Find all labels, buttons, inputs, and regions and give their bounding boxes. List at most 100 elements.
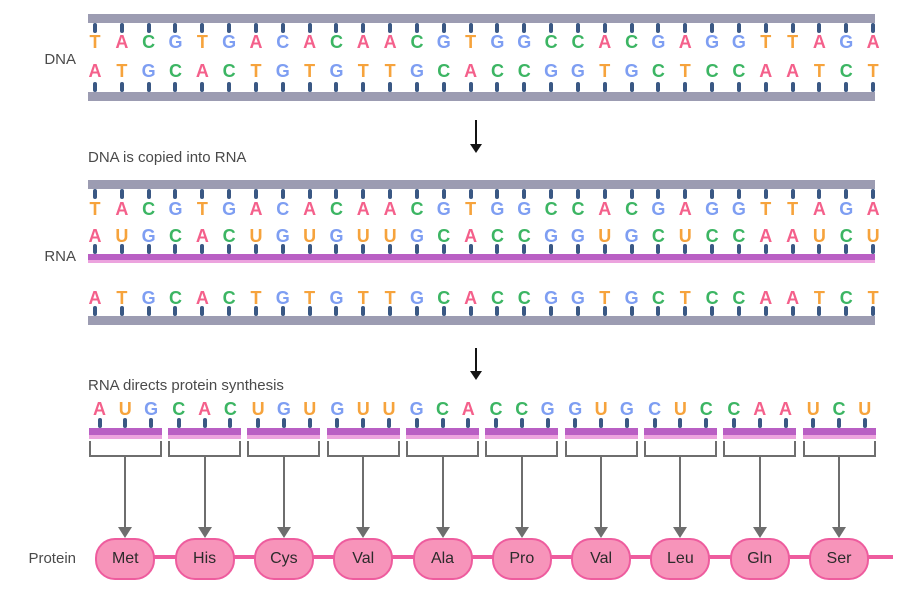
codon-bracket-right <box>477 441 479 457</box>
codon-arrow-stem <box>600 457 603 527</box>
codon-arrow-stem <box>203 457 206 527</box>
base-pair-tick <box>280 82 285 92</box>
base-pair-tick <box>736 306 741 316</box>
base-letter: C <box>222 61 236 81</box>
base-letter: C <box>490 226 504 246</box>
base-pair-tick <box>93 244 97 254</box>
base-letter: G <box>222 199 237 219</box>
base-letter: C <box>222 226 236 246</box>
codon-tick <box>783 418 788 428</box>
base-pair-tick <box>495 23 500 33</box>
base-letter: G <box>409 288 424 308</box>
base-letter: A <box>115 199 129 219</box>
base-pair-tick <box>227 82 232 92</box>
base-letter: C <box>517 226 531 246</box>
base-pair-tick <box>334 23 339 33</box>
base-letter: A <box>759 61 773 81</box>
base-pair-tick <box>549 306 554 316</box>
step-2-caption: RNA directs protein synthesis <box>88 377 284 394</box>
base-letter: C <box>705 288 719 308</box>
base-pair-tick <box>522 82 527 92</box>
codon-bracket-right <box>397 441 400 457</box>
codon-bracket-bottom <box>564 455 638 457</box>
codon-letter: C <box>648 399 662 419</box>
codon-tick <box>97 418 102 428</box>
base-pair-tick <box>683 244 688 254</box>
codon-tick <box>494 418 498 428</box>
codon-bracket-right <box>556 441 559 457</box>
amino-acid-oval: Ser <box>809 538 869 580</box>
codon-bracket-left <box>802 441 805 457</box>
codon-arrow-stem <box>838 457 840 527</box>
base-pair-tick <box>763 306 768 316</box>
base-pair-tick <box>119 244 124 254</box>
base-letter: C <box>410 199 424 219</box>
codon-tick <box>652 418 657 428</box>
base-pair-tick <box>200 189 205 199</box>
codon-backbone-bar <box>723 428 797 439</box>
base-pair-tick <box>307 244 312 254</box>
codon-tick <box>123 418 128 428</box>
amino-acid-label: Gln <box>747 550 773 567</box>
base-pair-tick <box>844 189 849 199</box>
codon-bracket-bottom <box>802 455 876 457</box>
base-pair-tick <box>629 189 634 199</box>
base-letter: U <box>115 226 129 246</box>
base-pair-tick <box>522 306 527 316</box>
base-pair-tick <box>871 189 876 199</box>
base-letter: A <box>356 32 370 52</box>
codon-tick <box>599 418 604 428</box>
base-pair-tick <box>817 189 822 199</box>
base-pair-tick <box>468 23 473 33</box>
base-letter: G <box>839 32 854 52</box>
base-pair-tick <box>656 23 661 33</box>
base-pair-tick <box>763 23 768 33</box>
base-pair-tick <box>844 23 849 33</box>
base-letter: G <box>409 61 424 81</box>
codon-tick <box>704 418 709 428</box>
base-letter: C <box>839 288 853 308</box>
base-letter: C <box>651 288 665 308</box>
codon-backbone-bar <box>406 428 479 439</box>
base-pair-tick <box>173 189 178 199</box>
codon-backbone-bar <box>802 428 876 439</box>
base-letter: A <box>88 288 102 308</box>
base-letter: A <box>812 199 826 219</box>
base-pair-tick <box>844 244 849 254</box>
dna-backbone-bottom <box>88 92 875 101</box>
base-letter: G <box>168 32 183 52</box>
base-letter: C <box>517 61 531 81</box>
base-letter: U <box>812 226 826 246</box>
codon-letter: U <box>806 399 820 419</box>
codon-arrow-head-icon <box>435 527 450 538</box>
base-letter: C <box>142 32 156 52</box>
codon-bracket-bottom <box>485 455 559 457</box>
base-pair-tick <box>468 82 473 92</box>
base-pair-tick <box>93 189 97 199</box>
base-pair-tick <box>173 306 178 316</box>
base-letter: T <box>787 32 799 52</box>
base-letter: T <box>787 199 799 219</box>
codon-backbone-bar <box>326 428 400 439</box>
base-letter: T <box>196 32 208 52</box>
base-letter: C <box>651 226 665 246</box>
codon-arrow-stem <box>520 457 523 527</box>
base-letter: C <box>839 61 853 81</box>
base-pair-tick <box>361 189 366 199</box>
base-letter: A <box>786 226 800 246</box>
step-1-arrow-head-icon <box>470 144 482 153</box>
codon-letter: C <box>489 399 503 419</box>
base-pair-tick <box>629 23 634 33</box>
base-letter: A <box>598 32 612 52</box>
base-letter: T <box>760 32 772 52</box>
codon-letter: G <box>540 399 555 419</box>
amino-acid-label: Ala <box>430 550 455 567</box>
base-pair-tick <box>736 82 741 92</box>
base-letter: A <box>383 199 397 219</box>
base-letter: U <box>866 226 880 246</box>
base-pair-tick <box>441 306 446 316</box>
codon-letter: G <box>619 399 634 419</box>
base-letter: C <box>625 32 639 52</box>
